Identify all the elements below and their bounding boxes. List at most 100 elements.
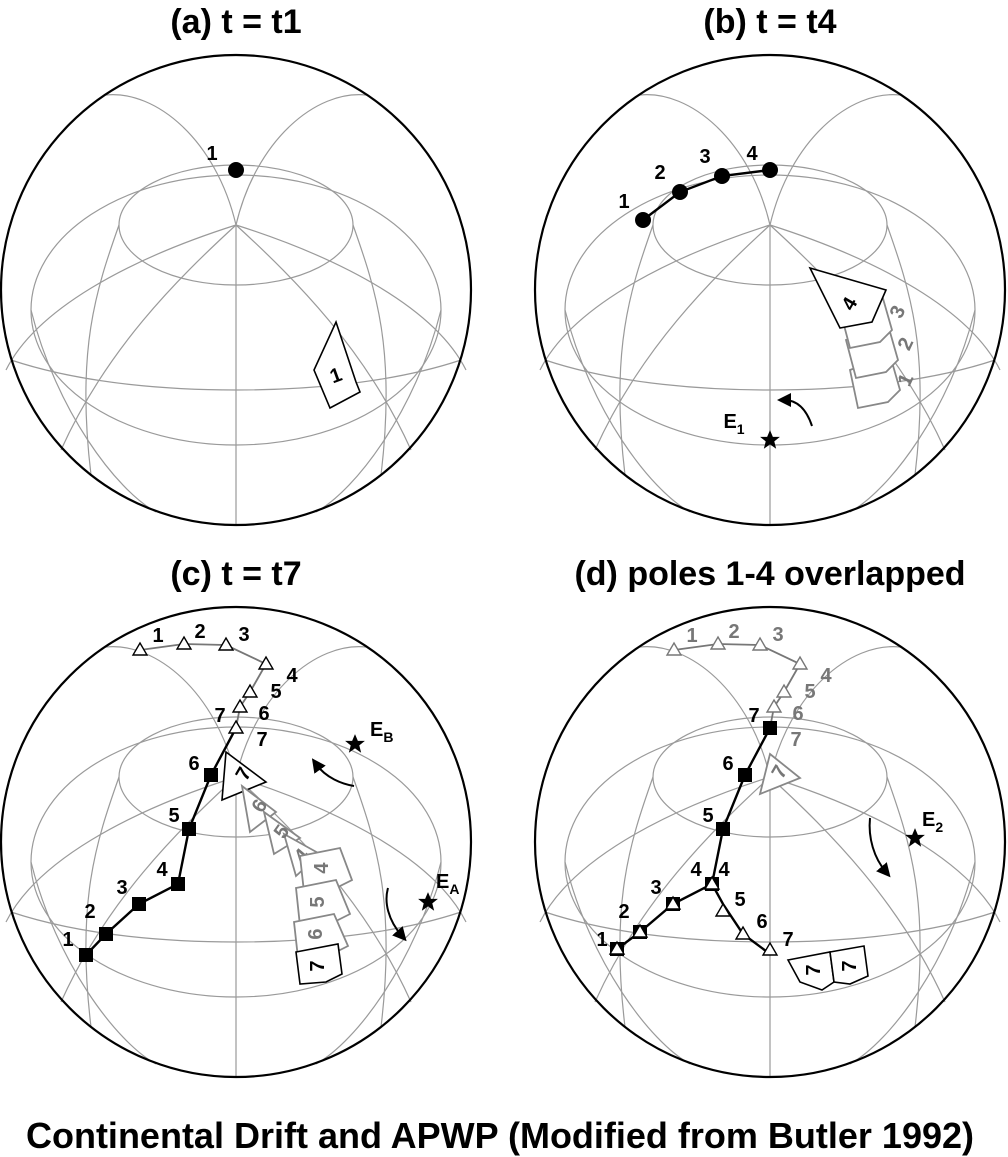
apwp-c-a-label-7: 7 [214,705,225,727]
plate-c-b-label-7: 7 [307,960,329,971]
apwp-c-a-pole-1 [79,948,93,962]
euler-pole-c-b-label: EB [370,719,393,745]
plate-d-black-7a [786,951,835,991]
pole-b-4-label: 4 [746,143,758,165]
apwp-d-gray-pole-4 [791,655,809,670]
apwp-d-tri-3 [664,895,682,910]
apwp-c-b-label-3: 3 [238,624,249,646]
apwp-d-black-label-3: 3 [650,877,661,899]
apwp-c-b-pole-5 [241,683,259,698]
apwp-c-b-pole-3 [217,636,235,651]
euler-pole-c-b-star [345,734,365,753]
apwp-d-gray-label-6: 6 [792,703,803,725]
apwp-c-a-label-2: 2 [84,901,95,923]
panel-b-globe: 1 2 3 4 4 3 2 1 E1 [533,53,1007,527]
apwp-d-tri-label-7: 7 [782,929,793,951]
apwp-d-tri-label-5: 5 [734,889,745,911]
plate-c-a-6 [240,783,278,834]
apwp-c-b-label-6: 6 [258,703,269,725]
euler-pole-c-a-label: EA [436,871,459,897]
apwp-c-a-path [85,727,238,956]
apwp-d-gray-path [673,643,802,729]
plate-b-2-label: 2 [894,334,919,353]
panel-b-title: (b) t = t4 [703,3,836,41]
apwp-d-black-label-2: 2 [618,901,629,923]
apwp-d-black-label-5: 5 [702,805,713,827]
pole-a-1 [228,162,244,178]
apwp-d-black-pole-5 [716,822,730,836]
apwp-d-gray-label-1: 1 [686,625,697,647]
pole-b-3 [714,168,730,184]
apwp-c-a-label-3: 3 [116,877,127,899]
apwp-d-gray-label-5: 5 [804,681,815,703]
apwp-d-black-pole-6 [738,768,752,782]
apwp-d-black-label-4: 4 [690,859,702,881]
apwp-d-gray-pole-6 [765,698,783,713]
plate-d-black-7b-label: 7 [839,960,861,971]
apwp-c-a-pole-5 [182,822,196,836]
apwp-d-gray-label-7: 7 [790,729,801,751]
apwp-c-b-label-2: 2 [194,621,205,643]
pole-b-2-label: 2 [654,162,665,184]
apwp-d-tri-6 [734,925,752,940]
pole-b-3-label: 3 [699,146,710,168]
plate-c-b-5 [295,878,352,928]
apwp-d-gray-pole-3 [751,636,769,651]
apwp-c-a-label-5: 5 [168,805,179,827]
apwp-d-tri-path [710,883,771,955]
panel-c-title: (c) t = t7 [170,555,301,593]
apwp-d-black-label-1: 1 [596,929,607,951]
apwp-d-tri-1 [608,940,626,955]
pole-a-1-label: 1 [206,143,217,165]
apwp-c-b-label-4: 4 [286,665,298,687]
apwp-d-tri-5 [714,902,732,917]
apwp-d-tri-label-4: 4 [718,859,730,881]
panel-a-globe: 1 1 [0,53,473,527]
apwp-c-b-pole-2 [175,635,193,650]
apwp-d-tri-4 [703,875,721,890]
apwp-d-black-label-6: 6 [722,753,733,775]
euler-pole-d-label: E2 [922,809,943,835]
apwp-b-path [642,168,771,221]
panel-a-title: (a) t = t1 [170,3,301,41]
apwp-c-b-pole-7 [227,719,245,734]
apwp-c-a-label-1: 1 [62,929,73,951]
apwp-d-gray-pole-5 [775,683,793,698]
figure-title: Continental Drift and APWP (Modified fro… [26,1115,974,1156]
apwp-c-b-path [139,643,268,729]
apwp-c-b-pole-6 [231,698,249,713]
plate-c-b-7 [295,943,343,985]
plate-d-black-7a-label: 7 [803,964,825,975]
apwp-d-tri-7 [761,941,779,956]
plate-c-b-label-4: 4 [311,862,333,874]
panel-c-globe: 1 2 3 4 5 6 7 1 2 3 4 5 6 7 7 6 5 4 [0,605,473,1079]
plate-a-1 [313,319,362,410]
apwp-c-a-pole-4 [171,877,185,891]
apwp-c-a-label-6: 6 [188,753,199,775]
apwp-d-gray-label-3: 3 [772,624,783,646]
panel-d-globe: 1 2 3 4 5 6 7 1 2 3 4 5 6 7 4 5 6 7 [533,605,1007,1079]
apwp-c-b-label-1: 1 [152,625,163,647]
apwp-d-black-label-7: 7 [748,705,759,727]
plate-c-b-label-6: 6 [305,928,327,939]
apwp-c-b-label-7: 7 [256,729,267,751]
apwp-c-a-pole-3 [132,897,146,911]
apwp-c-a-pole-2 [99,927,113,941]
rotation-arrow-c-b [311,758,355,787]
rotation-arrow-c-a [385,887,407,942]
apwp-c-b-pole-1 [131,641,149,656]
plate-d-black-7b [829,945,869,985]
plate-d-gray-7 [758,752,802,796]
pole-b-1 [635,212,651,228]
apwp-d-tri-2 [631,923,649,938]
apwp-d-black-pole-7 [763,721,777,735]
apwp-d-gray-label-4: 4 [820,665,832,687]
apwp-d-gray-pole-2 [709,635,727,650]
apwp-d-black-path [616,727,772,950]
apwp-c-b-pole-4 [257,655,275,670]
apwp-d-tri-label-6: 6 [756,911,767,933]
panel-d-title: (d) poles 1-4 overlapped [574,555,965,593]
pole-b-4 [762,162,778,178]
pole-b-2 [672,184,688,200]
